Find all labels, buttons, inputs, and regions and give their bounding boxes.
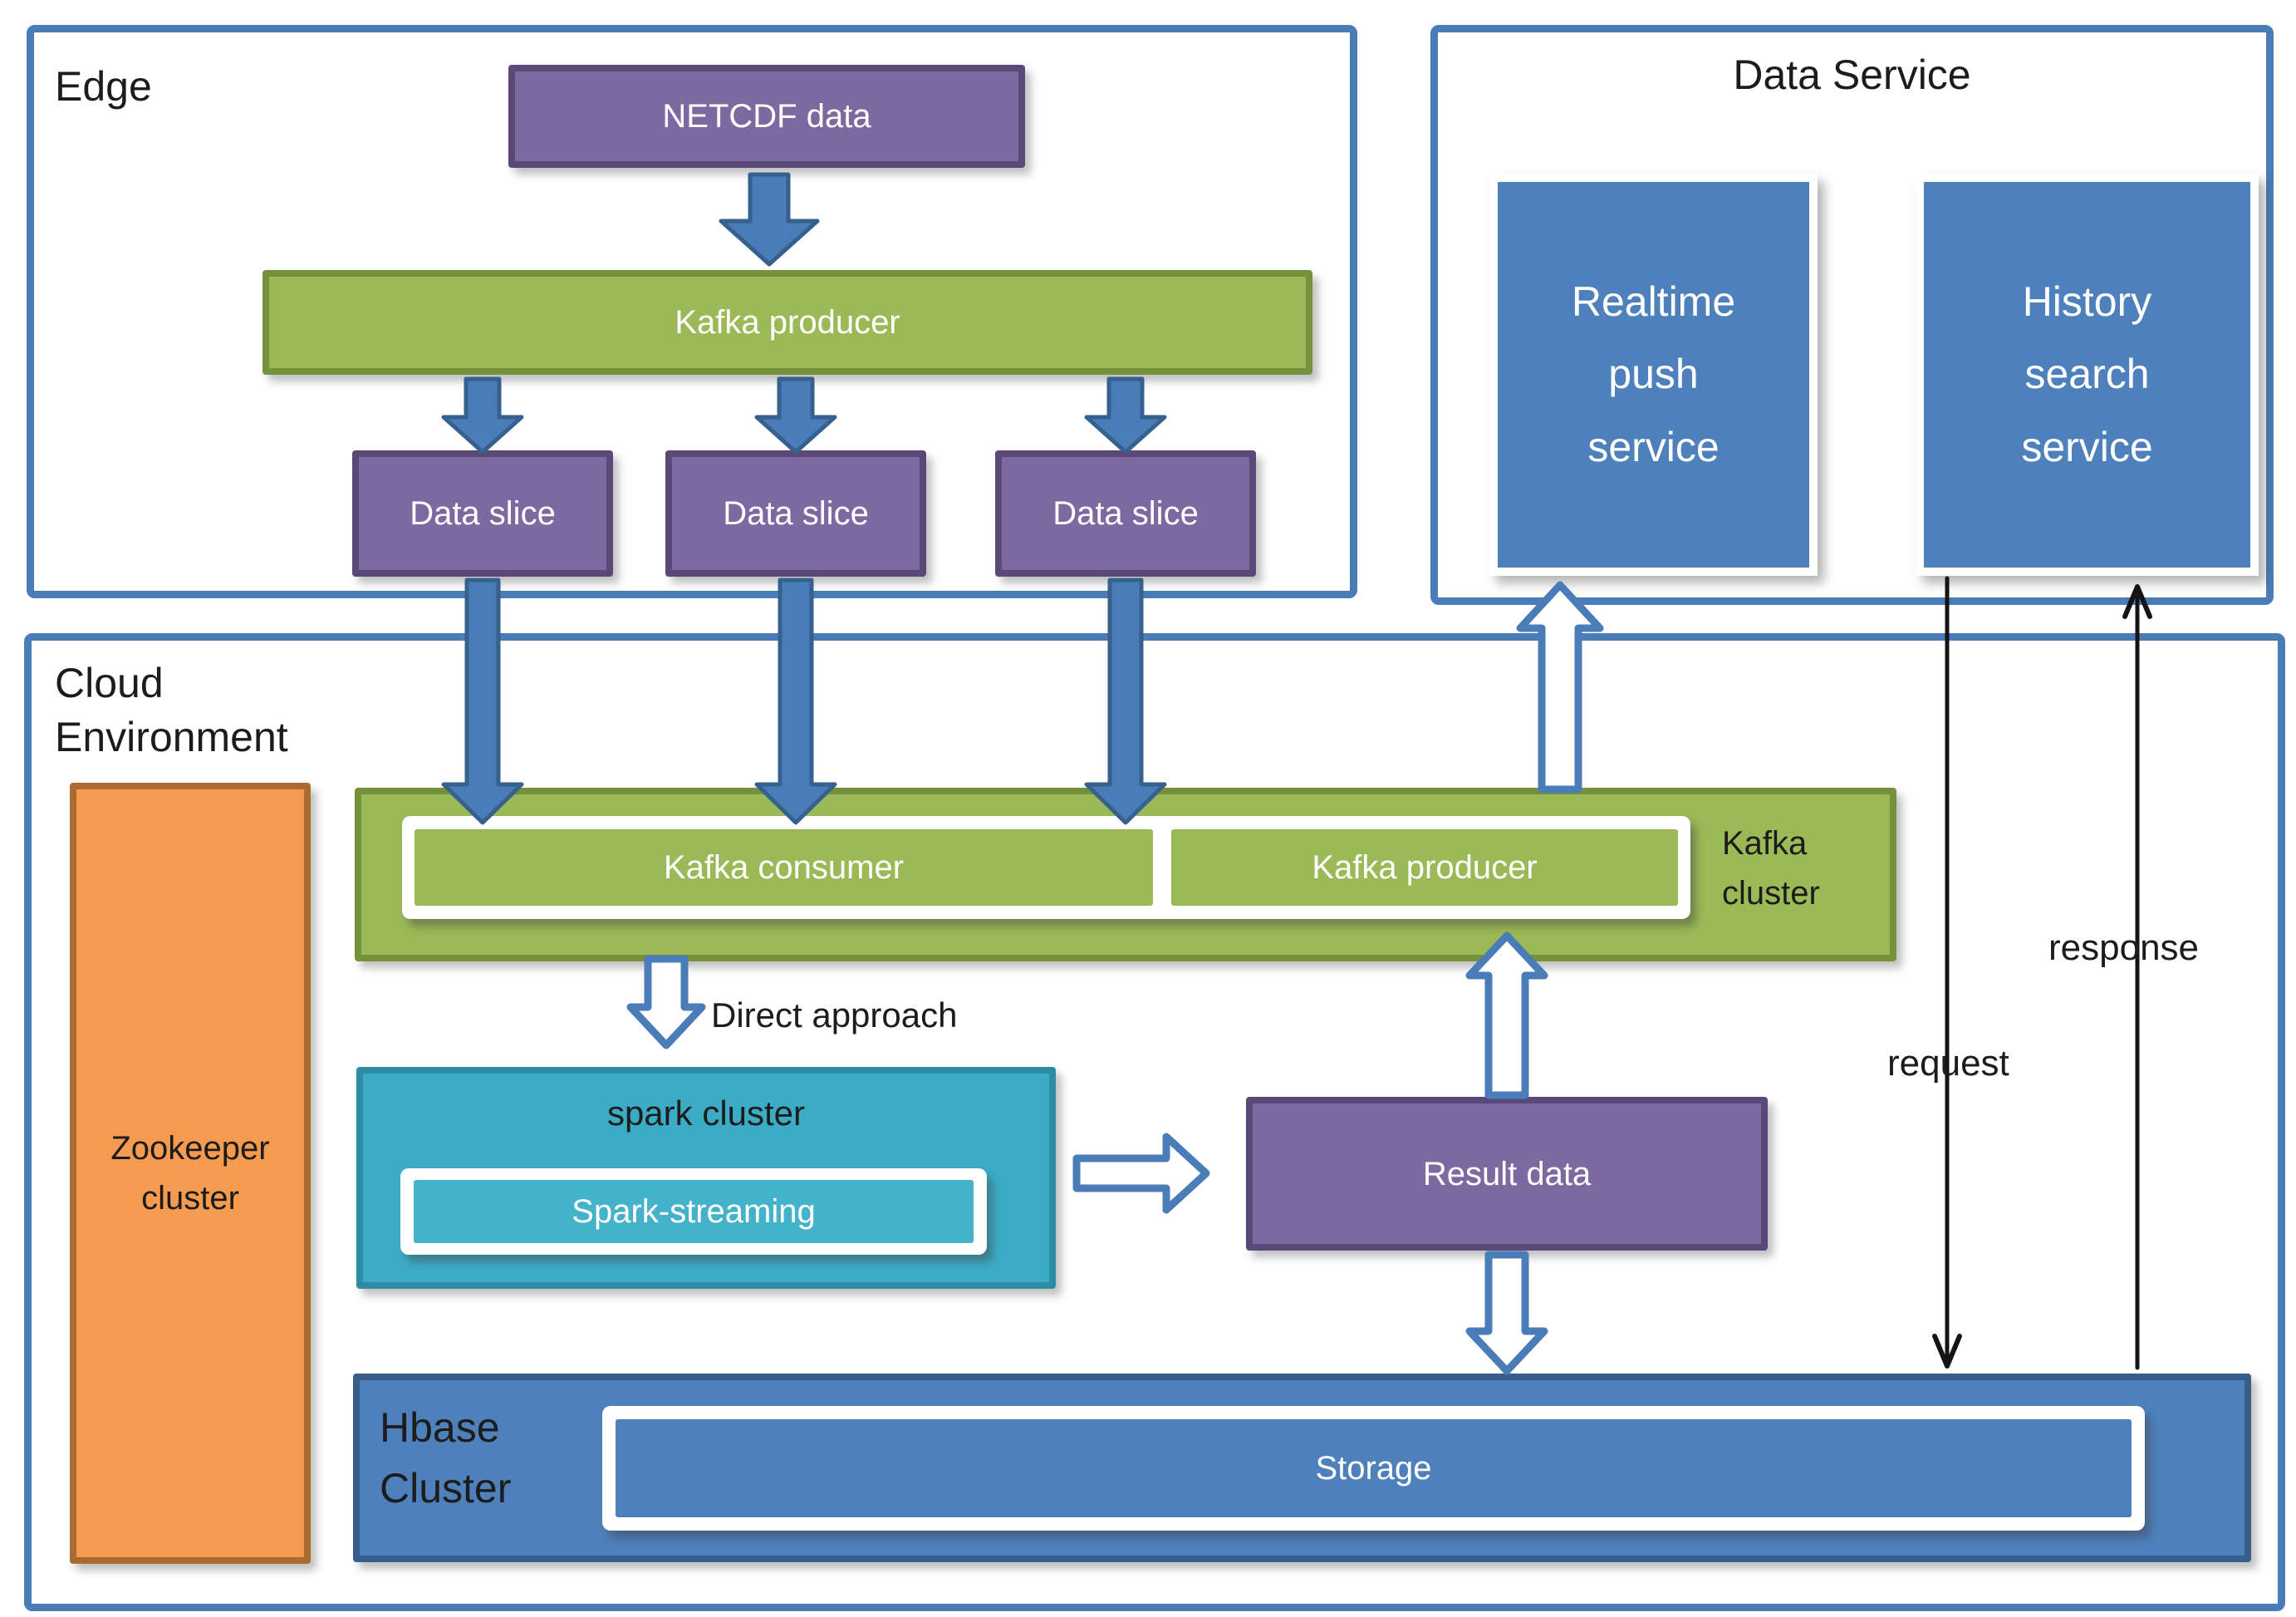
history-search-service-label: History search service (2021, 278, 2153, 470)
data-slice-label-2: Data slice (723, 495, 869, 532)
spark-streaming-box: Spark-streaming (414, 1180, 974, 1243)
kafka-consumer-label: Kafka consumer (663, 848, 905, 886)
direct-approach-label: Direct approach (711, 995, 958, 1035)
spark-streaming-container: Spark-streaming (400, 1168, 987, 1255)
hbase-cluster-label: Hbase Cluster (380, 1404, 512, 1511)
storage-box: Storage (616, 1419, 2132, 1517)
cloud-environment-title: Cloud Environment (55, 660, 288, 760)
netcdf-data-box: NETCDF data (508, 65, 1025, 168)
kafka-cluster-label: Kafka cluster (1722, 825, 1820, 912)
spark-cluster-label: spark cluster (606, 1094, 806, 1133)
result-data-box: Result data (1246, 1097, 1768, 1251)
realtime-push-service-label: Realtime push service (1571, 278, 1736, 470)
result-data-label: Result data (1422, 1155, 1592, 1192)
data-slice-label-3: Data slice (1052, 495, 1199, 532)
netcdf-data-label: NETCDF data (662, 98, 871, 135)
request-label: request (1887, 1043, 2009, 1084)
spark-streaming-label: Spark-streaming (572, 1192, 816, 1230)
data-slice-box-2: Data slice (665, 450, 926, 577)
edge-title: Edge (55, 63, 152, 110)
edge-kafka-producer-box: Kafka producer (262, 270, 1312, 375)
data-slice-box-3: Data slice (995, 450, 1256, 577)
data-slice-box-1: Data slice (352, 450, 613, 577)
cloud-kafka-producer-box: Kafka producer (1171, 829, 1678, 906)
zookeeper-cluster-label: Zookeeper cluster (110, 1130, 270, 1216)
edge-kafka-producer-label: Kafka producer (675, 304, 900, 341)
data-service-title: Data Service (1733, 52, 1971, 98)
kafka-pair-container: Kafka consumer Kafka producer (402, 816, 1690, 919)
response-label: response (2048, 927, 2200, 968)
zookeeper-cluster-box: Zookeeper cluster (70, 783, 311, 1564)
cloud-kafka-producer-label: Kafka producer (1312, 848, 1538, 886)
history-search-service-box: History search service (1916, 174, 2259, 576)
storage-container: Storage (602, 1406, 2145, 1531)
storage-label: Storage (1315, 1449, 1432, 1487)
realtime-push-service-box: Realtime push service (1489, 174, 1818, 576)
data-slice-label-1: Data slice (410, 495, 556, 532)
kafka-consumer-box: Kafka consumer (415, 829, 1153, 906)
